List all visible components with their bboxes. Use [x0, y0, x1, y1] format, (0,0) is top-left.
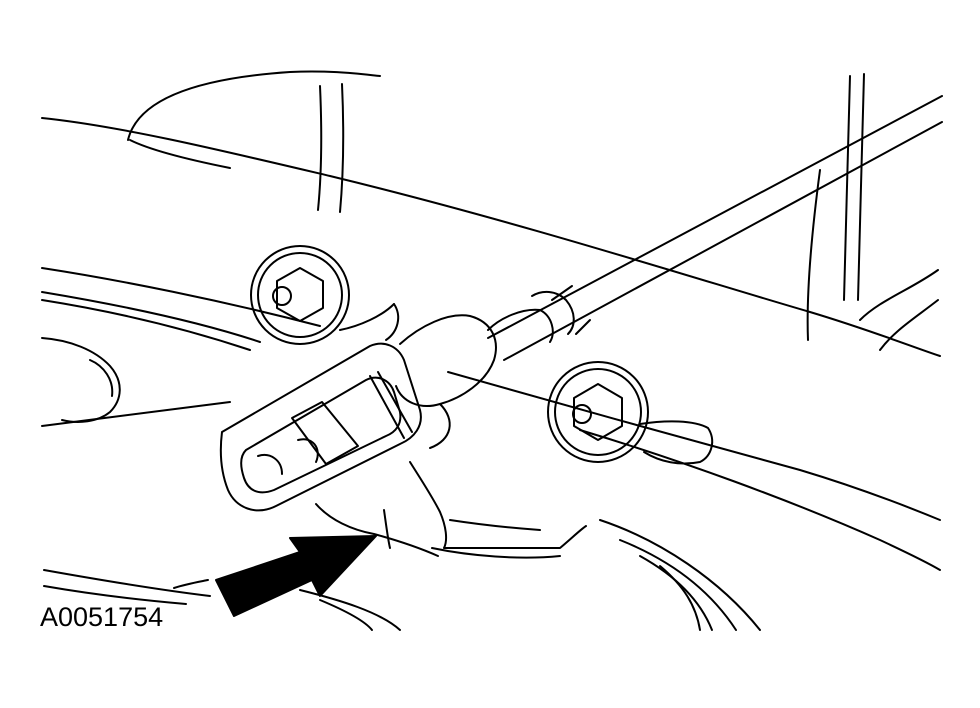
background-pillar: [806, 73, 939, 351]
sensor-body: [219, 314, 497, 512]
lower-housing: [43, 519, 761, 631]
sensor-bracket: [315, 461, 587, 559]
lower-bolt: [547, 361, 714, 465]
mounting-rail: [41, 117, 941, 571]
leader-line: [173, 579, 209, 589]
upper-bolt: [250, 245, 400, 345]
indicator-arrow: [215, 535, 377, 617]
background-housing: [127, 70, 381, 213]
figure-id-label: A0051754: [40, 602, 164, 632]
sensor-cable: [487, 95, 943, 361]
background-left-mechanism: [41, 337, 231, 427]
